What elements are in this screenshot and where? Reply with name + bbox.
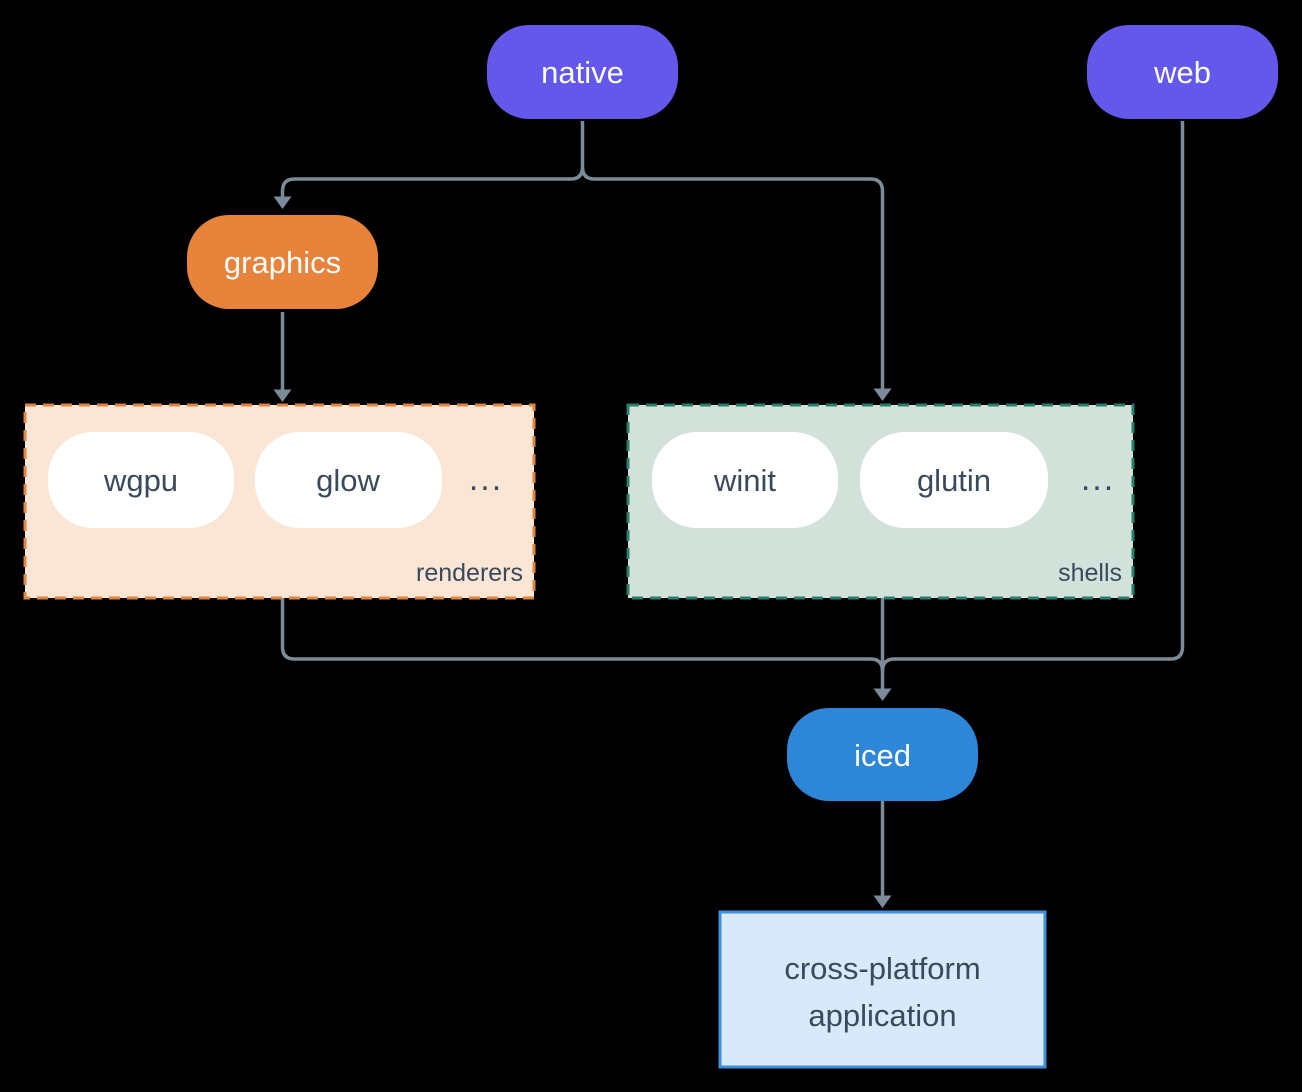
glow-label: glow	[316, 463, 380, 498]
winit-label: winit	[713, 463, 776, 498]
web-pill	[1087, 25, 1278, 119]
web-label: web	[1153, 55, 1211, 90]
winit-pill	[652, 432, 838, 528]
renderers-group: wgpu glow ... renderers	[23, 403, 536, 600]
application-box	[718, 910, 1047, 1069]
arrowhead-graphics	[273, 196, 292, 209]
native-node: native	[487, 25, 678, 119]
shells-ellipsis: ...	[1081, 460, 1115, 498]
arrowhead-iced	[873, 688, 892, 701]
glutin-label: glutin	[917, 463, 991, 498]
wgpu-pill	[48, 432, 234, 528]
arrowhead-app	[873, 895, 892, 908]
shells-group-label: shells	[1058, 559, 1122, 587]
iced-label: iced	[854, 738, 911, 773]
application-label-line2: application	[808, 998, 956, 1033]
edge-native-to-shells	[580, 166, 885, 389]
edge-renderers-to-merge	[280, 598, 885, 672]
iced-pill	[787, 708, 978, 801]
iced-node: iced	[787, 708, 978, 801]
native-pill	[487, 25, 678, 119]
graphics-node: graphics	[187, 215, 378, 309]
web-node: web	[1087, 25, 1278, 119]
glow-pill	[255, 432, 442, 528]
shells-group: winit glutin ... shells	[626, 403, 1135, 600]
native-label: native	[541, 55, 624, 90]
edge-native-to-graphics	[280, 166, 585, 197]
application-label-line1: cross-platform	[784, 951, 980, 986]
application-node: cross-platform application	[718, 910, 1047, 1069]
renderers-ellipsis: ...	[469, 460, 503, 498]
glutin-pill	[860, 432, 1048, 528]
graphics-pill	[187, 215, 378, 309]
arrowhead-renderers	[273, 389, 292, 402]
edges	[273, 121, 1185, 908]
arrowhead-shells	[873, 388, 892, 401]
renderers-group-label: renderers	[416, 559, 523, 587]
graphics-label: graphics	[224, 245, 341, 280]
wgpu-label: wgpu	[103, 463, 178, 498]
